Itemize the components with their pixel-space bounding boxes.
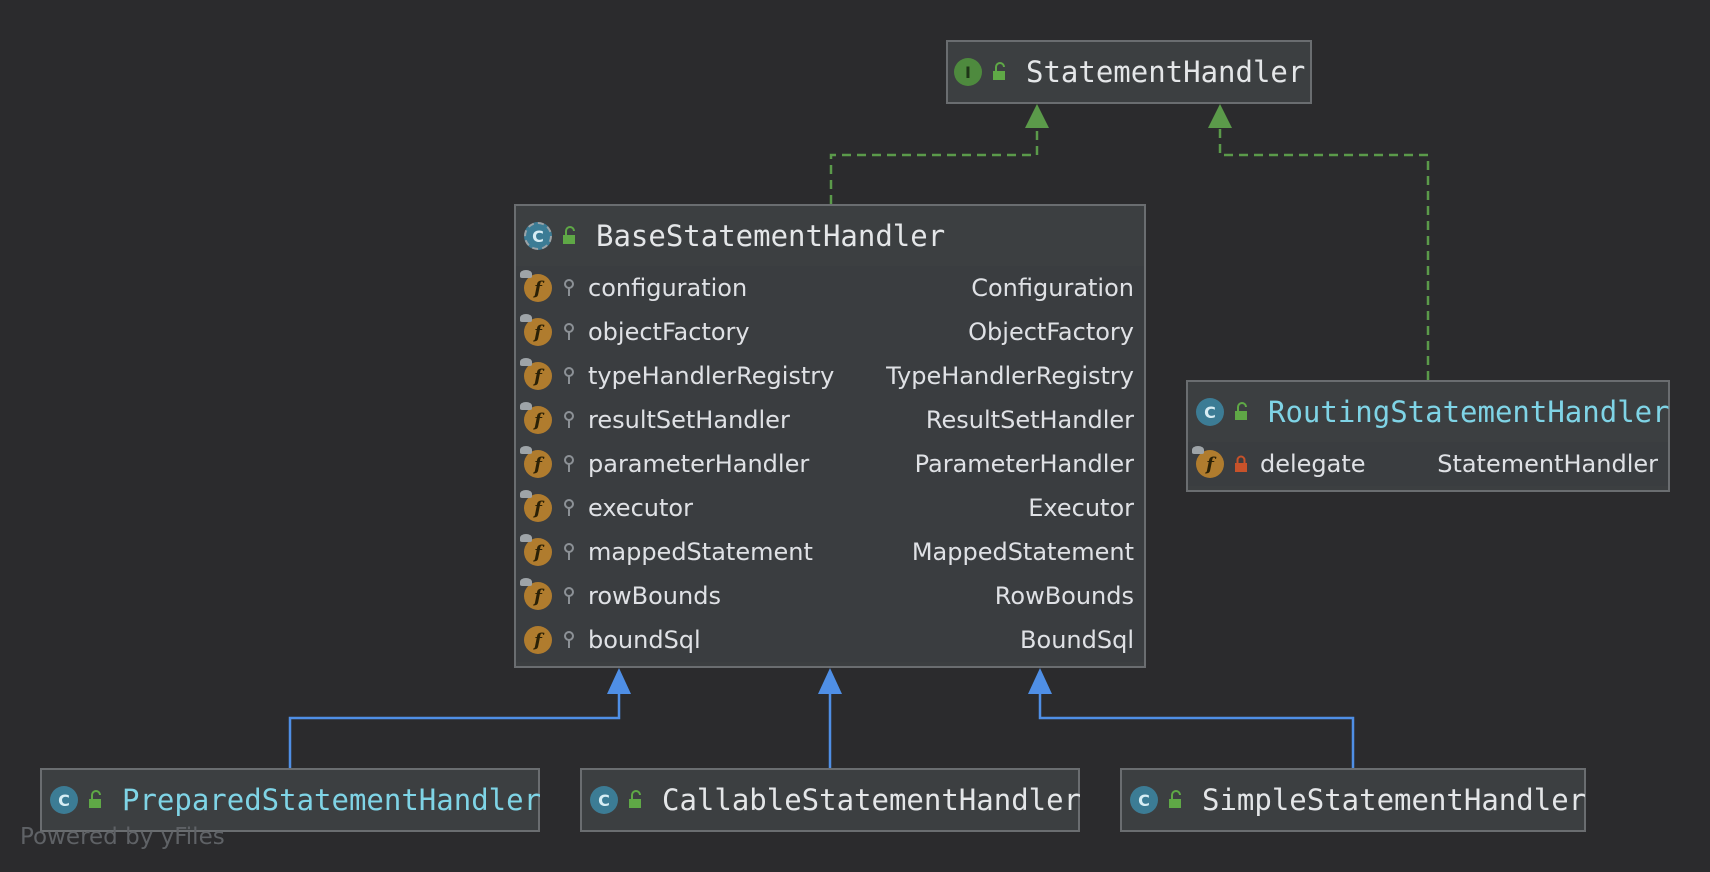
field-icon: f <box>520 490 552 522</box>
field-row[interactable]: f rowBounds RowBounds <box>516 574 1144 618</box>
class-icon: C <box>1196 398 1224 426</box>
field-icon: f <box>524 626 552 654</box>
field-name: configuration <box>588 274 748 302</box>
package-private-icon <box>564 587 574 604</box>
field-icon: f <box>520 534 552 566</box>
abstract-class-icon: C <box>524 222 552 250</box>
field-name: delegate <box>1260 450 1366 478</box>
private-lock-icon <box>1235 455 1247 472</box>
edge-base-implements-statement-handler <box>829 124 1039 204</box>
field-icon: f <box>520 578 552 610</box>
public-visibility-icon <box>1169 790 1181 808</box>
field-list: f configuration Configuration f objectFa… <box>516 266 1144 662</box>
node-title: StatementHandler <box>1026 55 1306 89</box>
field-icon: f <box>520 358 552 390</box>
field-row[interactable]: f resultSetHandler ResultSetHandler <box>516 398 1144 442</box>
class-icon: C <box>50 786 78 814</box>
final-marker-icon <box>520 490 532 498</box>
field-row[interactable]: f executor Executor <box>516 486 1144 530</box>
final-marker-icon <box>1192 446 1204 454</box>
extends-arrowhead <box>1028 668 1052 694</box>
field-name: mappedStatement <box>588 538 813 566</box>
field-type: ObjectFactory <box>968 318 1134 346</box>
field-type: MappedStatement <box>911 538 1134 566</box>
powered-by-label: Powered by yFiles <box>20 824 225 850</box>
field-type: Executor <box>1028 494 1134 522</box>
field-type: TypeHandlerRegistry <box>886 362 1134 390</box>
prepared-statement-handler-node[interactable]: C PreparedStatementHandler <box>40 768 542 832</box>
field-type: BoundSql <box>1020 626 1134 654</box>
implements-arrowhead <box>1208 104 1232 128</box>
statement-handler-node[interactable]: I StatementHandler <box>946 40 1312 104</box>
field-row[interactable]: f parameterHandler ParameterHandler <box>516 442 1144 486</box>
class-icon: C <box>590 786 618 814</box>
final-marker-icon <box>520 402 532 410</box>
public-visibility-icon <box>629 790 641 808</box>
final-marker-icon <box>520 314 532 322</box>
node-title: RoutingStatementHandler <box>1268 395 1670 429</box>
field-icon: f <box>520 314 552 346</box>
field-name: rowBounds <box>588 582 721 610</box>
final-marker-icon <box>520 446 532 454</box>
field-icon: f <box>520 402 552 434</box>
node-title: PreparedStatementHandler <box>122 783 542 817</box>
field-type: ResultSetHandler <box>925 406 1134 434</box>
field-name: boundSql <box>588 626 701 654</box>
package-private-icon <box>564 279 574 296</box>
field-type: Configuration <box>971 274 1134 302</box>
package-private-icon <box>564 543 574 560</box>
package-private-icon <box>564 367 574 384</box>
field-row[interactable]: f mappedStatement MappedStatement <box>516 530 1144 574</box>
node-title: BaseStatementHandler <box>596 219 946 253</box>
interface-icon: I <box>954 58 982 86</box>
field-icon: f <box>1192 446 1224 478</box>
public-visibility-icon <box>1235 402 1247 420</box>
edge-prepared-extends-base <box>288 690 621 768</box>
extends-arrowhead <box>818 668 842 694</box>
field-name: typeHandlerRegistry <box>588 362 835 390</box>
edge-routing-implements-statement-handler <box>1218 124 1430 380</box>
package-private-icon <box>564 455 574 472</box>
base-statement-handler-node[interactable]: C BaseStatementHandler f configuration C… <box>514 204 1146 668</box>
routing-statement-handler-node[interactable]: C RoutingStatementHandler f delegate Sta… <box>1186 380 1670 492</box>
field-type: RowBounds <box>994 582 1134 610</box>
field-row[interactable]: f delegate StatementHandler <box>1188 442 1668 486</box>
field-type: StatementHandler <box>1437 450 1658 478</box>
class-icon: C <box>1130 786 1158 814</box>
field-name: resultSetHandler <box>588 406 790 434</box>
edge-simple-extends-base <box>1038 690 1355 768</box>
public-visibility-icon <box>89 790 101 808</box>
package-private-icon <box>564 323 574 340</box>
field-row[interactable]: f objectFactory ObjectFactory <box>516 310 1144 354</box>
field-name: objectFactory <box>588 318 750 346</box>
field-type: ParameterHandler <box>914 450 1134 478</box>
public-visibility-icon <box>563 226 575 244</box>
field-name: executor <box>588 494 693 522</box>
field-list: f delegate StatementHandler <box>1188 442 1668 486</box>
callable-statement-handler-node[interactable]: C CallableStatementHandler <box>580 768 1082 832</box>
final-marker-icon <box>520 534 532 542</box>
final-marker-icon <box>520 358 532 366</box>
public-visibility-icon <box>993 62 1005 80</box>
final-marker-icon <box>520 578 532 586</box>
simple-statement-handler-node[interactable]: C SimpleStatementHandler <box>1120 768 1586 832</box>
field-row[interactable]: f typeHandlerRegistry TypeHandlerRegistr… <box>516 354 1144 398</box>
package-private-icon <box>564 499 574 516</box>
package-private-icon <box>564 411 574 428</box>
field-icon: f <box>520 270 552 302</box>
implements-arrowhead <box>1025 104 1049 128</box>
field-row[interactable]: f configuration Configuration <box>516 266 1144 310</box>
package-private-icon <box>564 631 574 648</box>
node-title: SimpleStatementHandler <box>1202 783 1587 817</box>
field-row[interactable]: f boundSql BoundSql <box>516 618 1144 662</box>
final-marker-icon <box>520 270 532 278</box>
node-title: CallableStatementHandler <box>662 783 1082 817</box>
field-name: parameterHandler <box>588 450 810 478</box>
field-icon: f <box>520 446 552 478</box>
extends-arrowhead <box>607 668 631 694</box>
